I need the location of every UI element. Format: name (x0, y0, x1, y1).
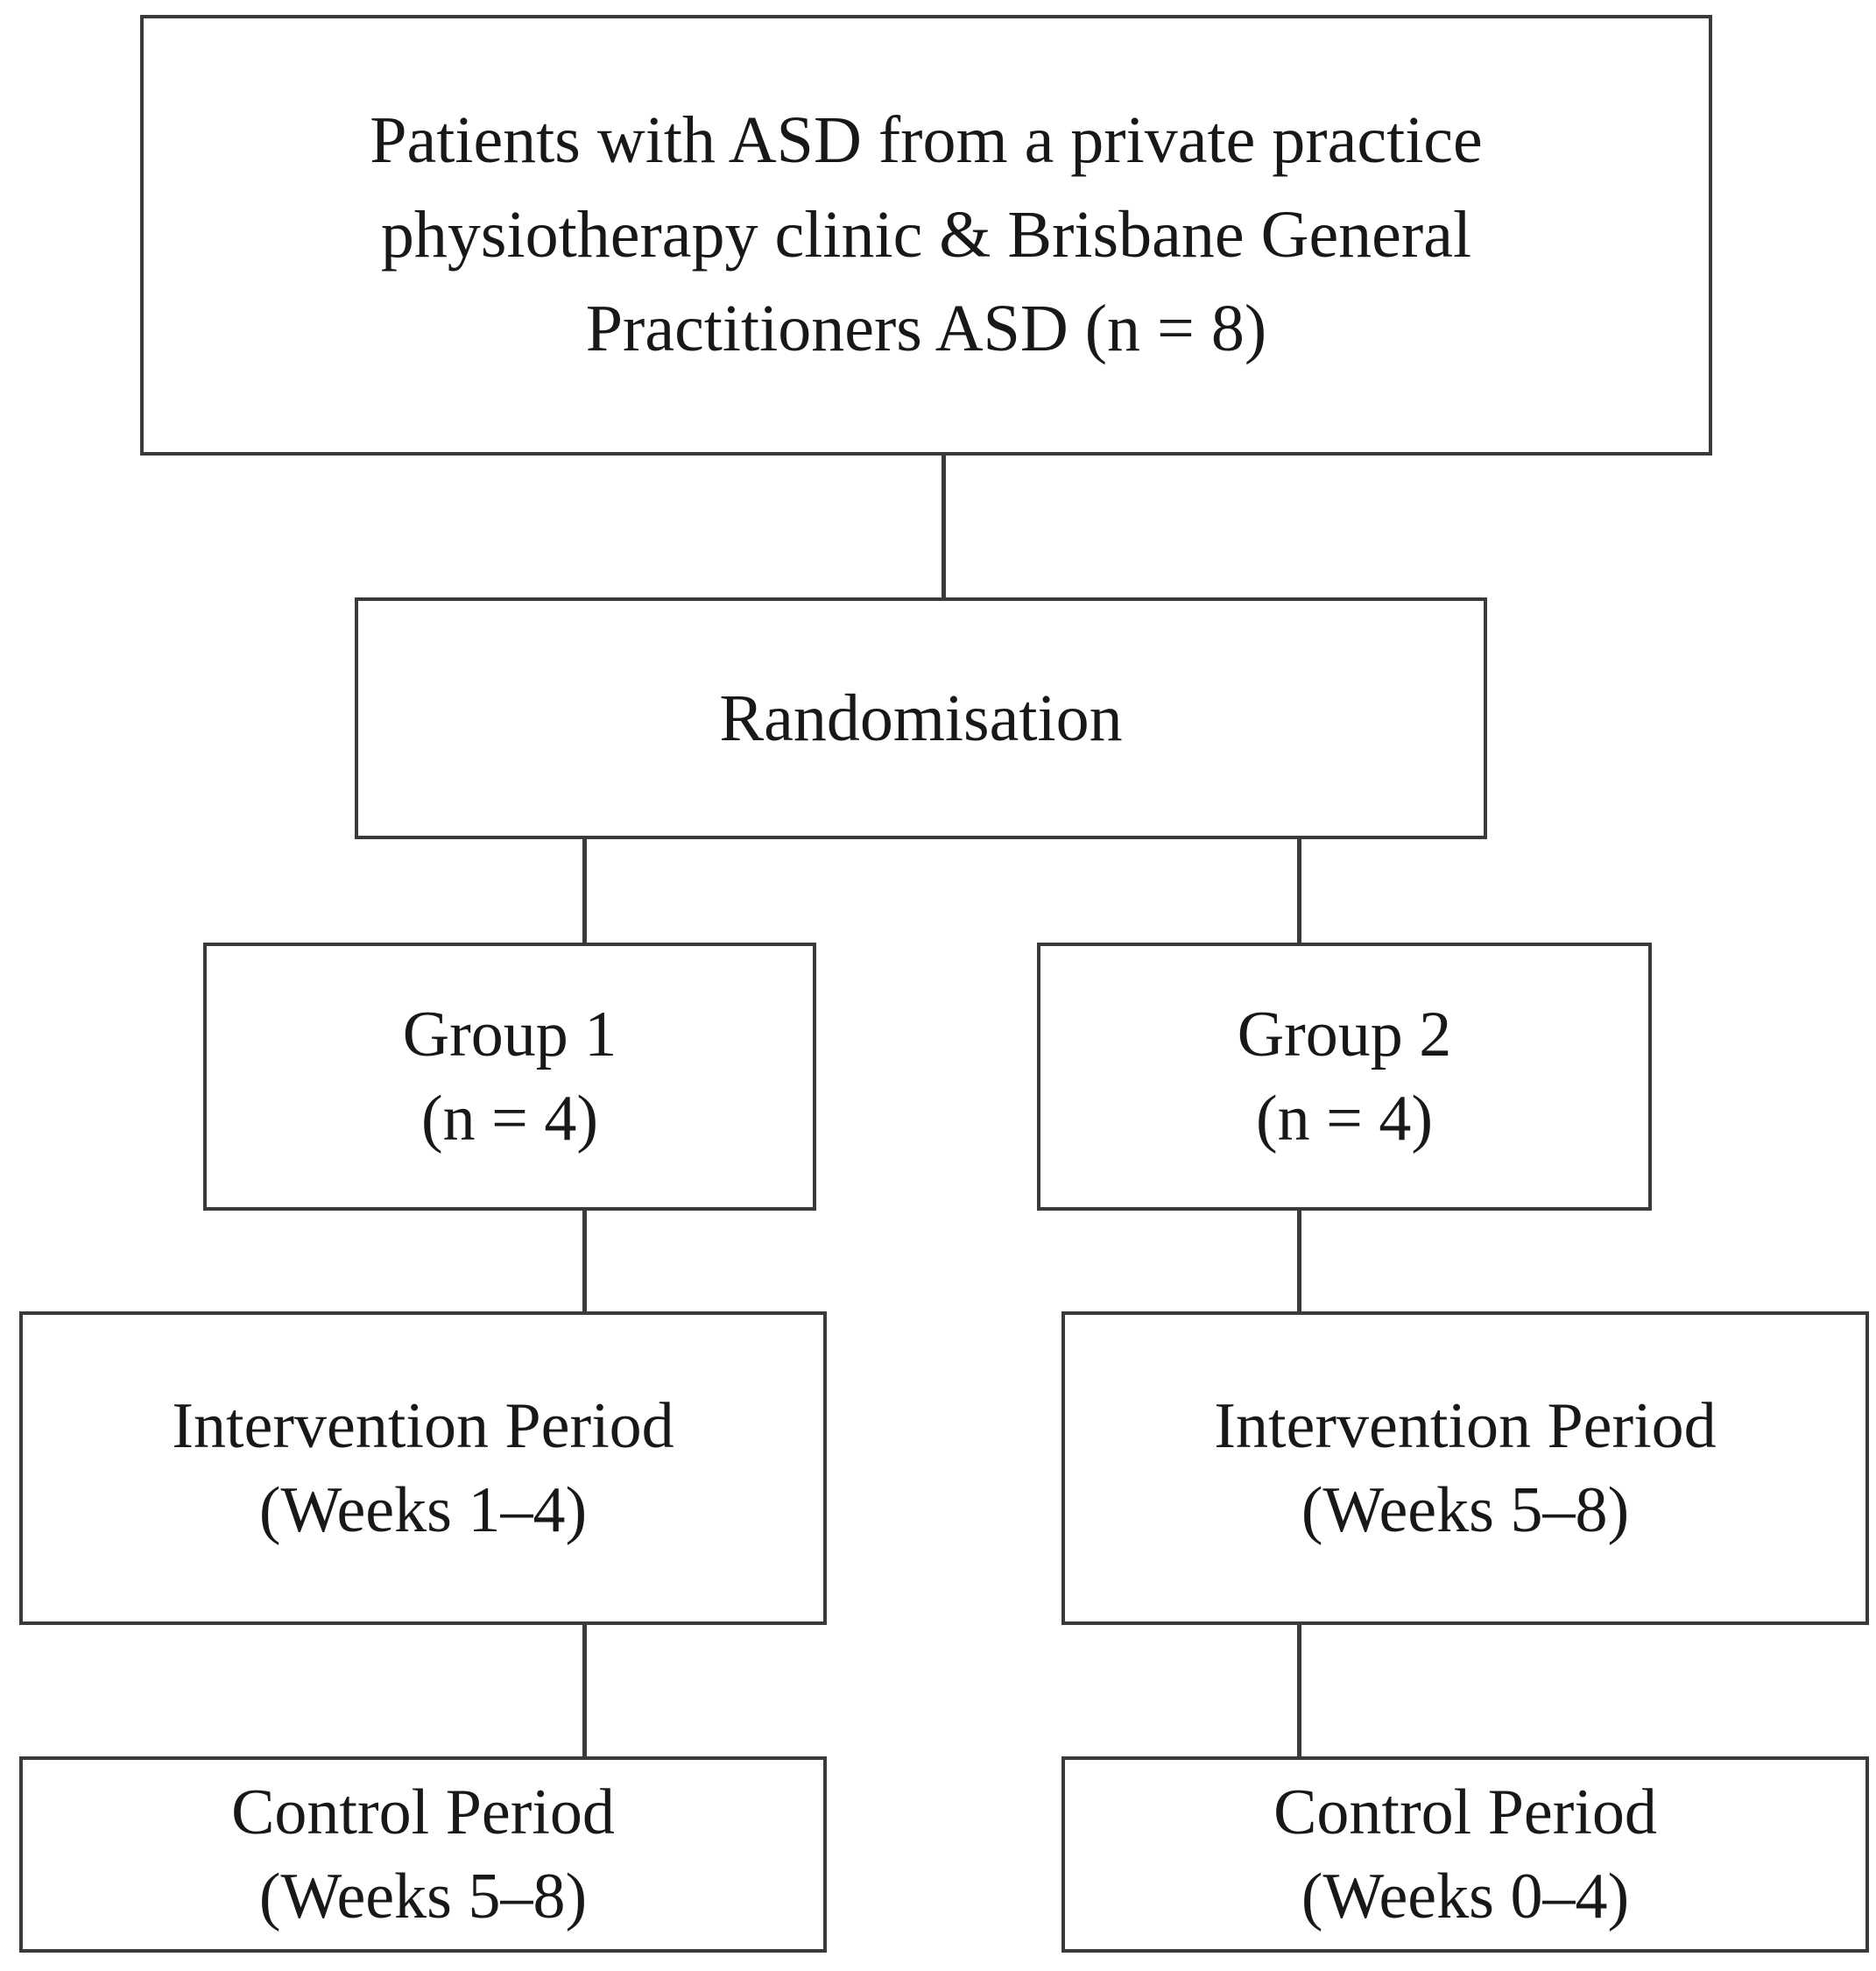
node-control-period-group-1-line-2: (Weeks 5–8) (258, 1861, 588, 1932)
node-intervention-period-group-1-line-2: (Weeks 1–4) (258, 1474, 588, 1546)
connector-randomisation-to-group-2 (1297, 836, 1301, 946)
connector-randomisation-to-group-1 (582, 836, 587, 946)
node-randomisation-label: Randomisation (719, 681, 1123, 755)
connector-source-to-randomisation (942, 452, 946, 601)
node-group-2-line-1: Group 2 (1237, 998, 1452, 1070)
node-patient-source: Patients with ASD from a private practic… (140, 15, 1712, 456)
connector-group-2-to-intervention-2 (1297, 1207, 1301, 1315)
node-group-1-line-1: Group 1 (402, 998, 617, 1070)
node-control-period-group-1-line-1: Control Period (231, 1776, 615, 1848)
node-intervention-period-group-1-line-1: Intervention Period (172, 1389, 674, 1462)
connector-intervention-2-to-control-2 (1297, 1621, 1301, 1760)
node-control-period-group-2-line-2: (Weeks 0–4) (1301, 1861, 1630, 1932)
connector-intervention-1-to-control-1 (582, 1621, 587, 1760)
node-group-1: Group 1 (n = 4) (203, 943, 816, 1211)
node-control-period-group-1: Control Period (Weeks 5–8) (19, 1756, 827, 1953)
node-control-period-group-2-line-1: Control Period (1273, 1776, 1657, 1848)
node-patient-source-line-3: Practitioners ASD (n = 8) (585, 292, 1267, 366)
connector-group-1-to-intervention-1 (582, 1207, 587, 1315)
node-intervention-period-group-2-line-1: Intervention Period (1214, 1389, 1717, 1462)
node-group-1-line-2: (n = 4) (420, 1083, 599, 1155)
node-control-period-group-2: Control Period (Weeks 0–4) (1061, 1756, 1869, 1953)
node-intervention-period-group-2-line-2: (Weeks 5–8) (1301, 1474, 1630, 1546)
node-randomisation: Randomisation (355, 597, 1487, 839)
node-patient-source-line-1: Patients with ASD from a private practic… (370, 102, 1483, 177)
node-intervention-period-group-2: Intervention Period (Weeks 5–8) (1061, 1311, 1869, 1625)
node-group-2: Group 2 (n = 4) (1037, 943, 1652, 1211)
node-group-2-line-2: (n = 4) (1255, 1083, 1434, 1155)
node-patient-source-line-2: physiotherapy clinic & Brisbane General (380, 197, 1472, 272)
node-intervention-period-group-1: Intervention Period (Weeks 1–4) (19, 1311, 827, 1625)
